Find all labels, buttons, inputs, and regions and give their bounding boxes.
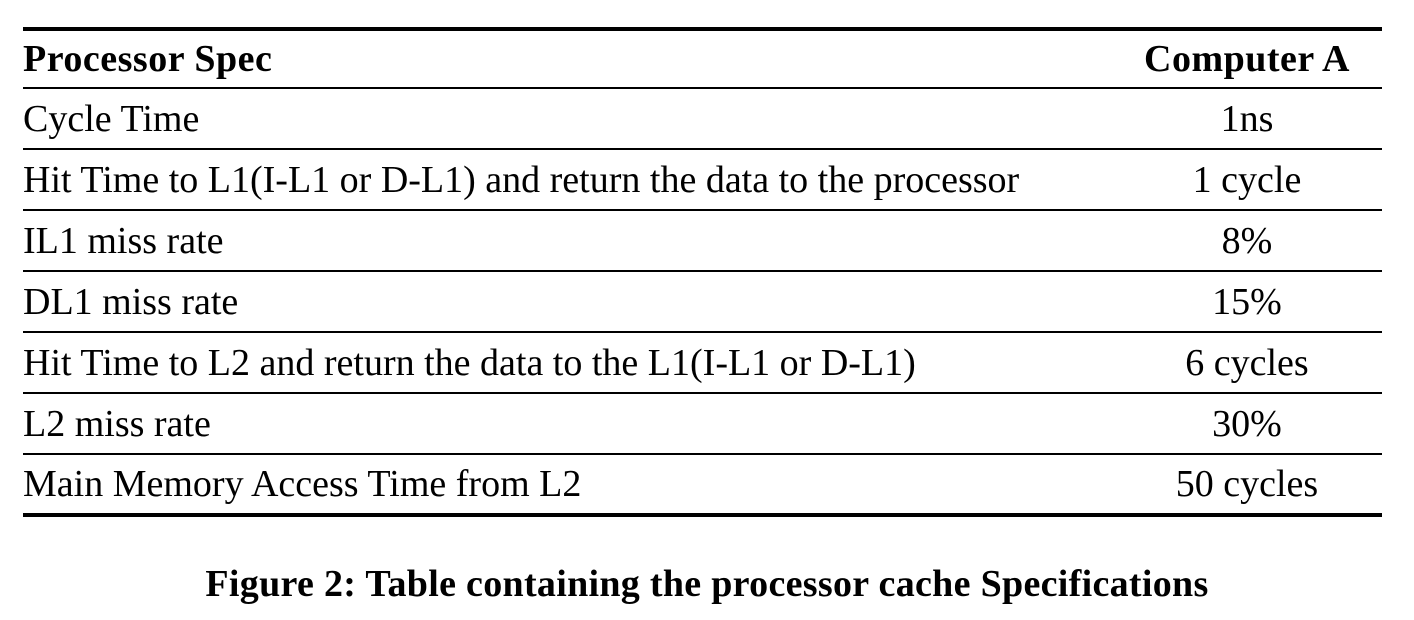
value-cell: 6 cycles	[1185, 341, 1309, 384]
table-row: L2 miss rate 30%	[23, 393, 1382, 454]
value-cell: 8%	[1221, 219, 1273, 262]
table-row: Main Memory Access Time from L2 50 cycle…	[23, 454, 1382, 515]
value-cell: 1 cycle	[1192, 158, 1302, 201]
spec-cell: IL1 miss rate	[23, 219, 224, 262]
spec-cell: Hit Time to L2 and return the data to th…	[23, 341, 916, 384]
figure-caption: Figure 2: Table containing the processor…	[205, 563, 1209, 605]
spec-cell: L2 miss rate	[23, 402, 211, 445]
value-cell: 50 cycles	[1175, 463, 1319, 505]
table-row: Hit Time to L1(I-L1 or D-L1) and return …	[23, 149, 1382, 210]
column-header-computer-a: Computer A	[1144, 38, 1350, 80]
table-row: Hit Time to L2 and return the data to th…	[23, 332, 1382, 393]
spec-table-container: Processor Spec Computer A Cycle Time 1ns…	[23, 27, 1382, 517]
spec-cell: Main Memory Access Time from L2	[23, 463, 582, 505]
table-row: Cycle Time 1ns	[23, 88, 1382, 149]
table-row: IL1 miss rate 8%	[23, 210, 1382, 271]
spec-cell: Cycle Time	[23, 97, 200, 140]
column-header-processor-spec: Processor Spec	[23, 38, 273, 80]
value-cell: 15%	[1212, 280, 1282, 323]
spec-table: Processor Spec Computer A Cycle Time 1ns…	[23, 27, 1382, 517]
value-cell: 1ns	[1220, 97, 1274, 140]
table-header-row: Processor Spec Computer A	[23, 29, 1382, 88]
table-row: DL1 miss rate 15%	[23, 271, 1382, 332]
value-cell: 30%	[1212, 402, 1282, 445]
spec-cell: Hit Time to L1(I-L1 or D-L1) and return …	[23, 158, 1020, 201]
spec-cell: DL1 miss rate	[23, 280, 239, 323]
